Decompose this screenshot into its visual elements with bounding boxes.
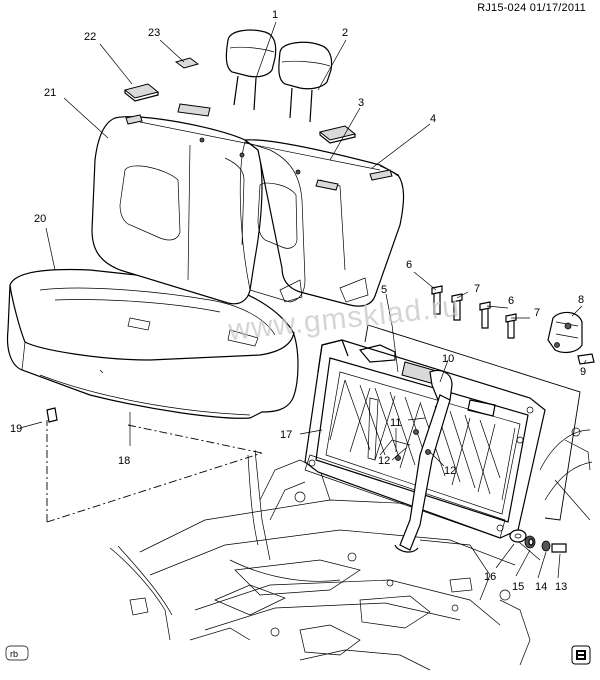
headrest-right (278, 41, 333, 123)
callout-5: 5 (381, 284, 387, 296)
callout-9: 9 (580, 366, 586, 378)
cushion-mount-outline (46, 420, 263, 523)
callout-12b: 12 (444, 465, 456, 477)
callout-19: 19 (10, 423, 22, 435)
center-seat-belt (367, 369, 453, 553)
leader-lines (19, 21, 587, 579)
callout-11: 11 (390, 417, 401, 429)
callout-labels: 1 2 3 4 5 6 6 7 7 8 9 10 11 12 12 13 14 … (10, 9, 586, 593)
callout-18: 18 (118, 455, 130, 467)
callout-8: 8 (578, 294, 584, 306)
callout-22: 22 (84, 31, 96, 43)
callout-20: 20 (34, 213, 46, 225)
vehicle-floor-structure (109, 427, 593, 671)
seat-back-panel-outline (367, 324, 581, 521)
callout-12a: 12 (378, 455, 390, 467)
svg-text:rb: rb (10, 649, 18, 659)
callout-16: 16 (484, 571, 496, 583)
diagram-code: RJ15-024 01/17/2011 (477, 2, 586, 14)
callout-4: 4 (430, 113, 436, 125)
callout-7b: 7 (534, 307, 540, 319)
callout-14: 14 (535, 581, 547, 593)
book-icon (571, 645, 591, 665)
seat-cushion (6, 268, 299, 419)
callout-17: 17 (280, 429, 292, 441)
headrest-guides (125, 103, 381, 191)
callout-2: 2 (342, 27, 348, 39)
callout-21: 21 (44, 87, 56, 99)
headrest-left (225, 29, 277, 111)
callout-13: 13 (555, 581, 567, 593)
seat-back-cushion-right (239, 139, 405, 307)
corner-label-rb: rb (5, 645, 29, 661)
small-parts (46, 57, 595, 553)
callout-10: 10 (442, 353, 454, 365)
seat-back-cushion-left (91, 116, 263, 305)
callout-3: 3 (358, 97, 364, 109)
callout-23: 23 (148, 27, 160, 39)
callout-15: 15 (512, 581, 524, 593)
callout-1: 1 (272, 9, 278, 21)
callout-6a: 6 (406, 259, 412, 271)
callout-6b: 6 (508, 295, 514, 307)
callout-7a: 7 (474, 283, 480, 295)
